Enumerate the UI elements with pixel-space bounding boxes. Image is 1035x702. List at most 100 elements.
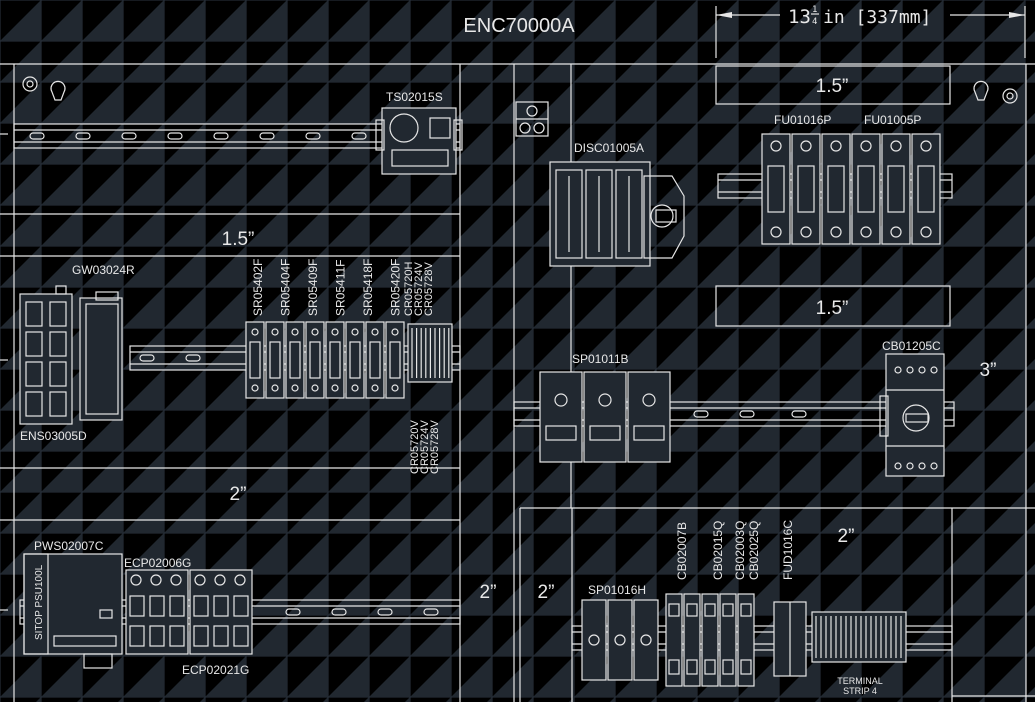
relay-terminal (271, 384, 279, 392)
sp2-indicator (640, 634, 652, 646)
breaker-label: CB02003Q (733, 521, 747, 580)
panel-outline (0, 63, 1035, 702)
fuse-holder (851, 133, 881, 245)
fuse-terminal (860, 140, 872, 152)
relay-group (245, 321, 405, 399)
rail-slot (75, 132, 91, 140)
terminal-strip-label-2: STRIP 4 (843, 686, 877, 696)
label-ens: ENS03005D (20, 429, 87, 443)
sp2-module (581, 599, 607, 681)
dimension-frac-num: 1 (812, 5, 817, 15)
label-disc: DISC01005A (574, 141, 644, 155)
relay-module (245, 321, 265, 399)
rail-slot (305, 132, 321, 140)
ecp-pole (149, 625, 165, 647)
fuse-terminal (800, 140, 812, 152)
breaker-pole (719, 593, 737, 687)
relay-label: SR05420F (389, 259, 403, 316)
ecp-knob (234, 574, 246, 586)
sp1-indicator (598, 393, 612, 407)
spacing-label-left-top: 1.5” (222, 229, 255, 250)
spacing-label-right-edge: 3” (980, 360, 997, 381)
spacing-label-right-top: 1.5” (816, 76, 849, 97)
breaker-terminal (668, 659, 680, 675)
spacing-label-left-mid: 2” (230, 484, 247, 505)
relay-module (345, 321, 365, 399)
ethernet-port (25, 331, 43, 357)
sp2-module (633, 599, 659, 681)
ecp-knob (194, 574, 206, 586)
cb1-terminal (918, 366, 926, 374)
rail-slot (139, 354, 155, 362)
relay-body (309, 341, 321, 379)
relay-terminal (251, 328, 259, 336)
terminal-cr-group (407, 323, 453, 383)
rail-slot (739, 410, 755, 418)
rail-slot (29, 132, 45, 140)
ecp-pole (169, 625, 185, 647)
gateway-gw (79, 291, 123, 421)
power-supply-pws (23, 553, 123, 669)
breaker-label: CB02007B (675, 522, 689, 580)
cb1-terminal (930, 366, 938, 374)
surge-protector-sp2 (581, 599, 659, 681)
breaker-pole (737, 593, 755, 687)
ecp-pole (169, 595, 185, 617)
breaker-toggle (722, 603, 734, 617)
sp1-terminals (589, 425, 621, 441)
relay-terminal (351, 328, 359, 336)
rail-slot (167, 132, 183, 140)
relay-body (289, 341, 301, 379)
ecp-knob (150, 574, 162, 586)
disconnect-switch (549, 161, 685, 267)
spacing-label-right-mid: 1.5” (816, 298, 849, 319)
breaker-terminal (704, 659, 716, 675)
fuse-terminal (830, 140, 842, 152)
fuse-terminal (890, 140, 902, 152)
spacing-label-left-right: 2” (480, 582, 497, 603)
spacing-label-right-bottom: 2” (838, 526, 855, 547)
rail-slot (185, 354, 201, 362)
cr-label-bottom: CR05724V (419, 420, 431, 474)
rail-slot (377, 608, 393, 616)
rail-slot (693, 410, 709, 418)
cr-label-top: CR05728V (423, 262, 435, 316)
relay-body (369, 341, 381, 379)
relay-module (325, 321, 345, 399)
breaker-toggle (704, 603, 716, 617)
sp1-module (627, 371, 671, 463)
cr-label-bottom: CR05720V (409, 420, 421, 474)
relay-body (349, 341, 361, 379)
breaker-pole (701, 593, 719, 687)
rail-slot (259, 132, 275, 140)
breaker-label: FUD1016C (781, 520, 795, 580)
ecp-module (189, 569, 253, 655)
label-ecp2: ECP02021G (182, 663, 249, 677)
cb1-terminal (894, 462, 902, 470)
ecp-pole (193, 595, 209, 617)
dimension-frac-den: 4 (812, 17, 817, 27)
relay-body (269, 341, 281, 379)
relay-terminal (391, 384, 399, 392)
relay-label: SR05411F (334, 260, 348, 316)
breaker-toggle (668, 603, 680, 617)
small-terminal-block (515, 101, 549, 137)
ecp-module (125, 569, 189, 655)
fuse-body (797, 165, 815, 213)
fuse-body (917, 165, 935, 213)
rail-slot (213, 132, 229, 140)
relay-terminal (311, 328, 319, 336)
dimension-unit: in [337mm] (823, 7, 931, 28)
label-fu1: FU01016P (774, 113, 831, 127)
ecp-pole (213, 625, 229, 647)
relay-terminal (251, 384, 259, 392)
relay-label: SR05402F (251, 259, 265, 316)
fuse-terminal (890, 226, 902, 238)
cb1-terminal (894, 366, 902, 374)
breaker-toggle (686, 603, 698, 617)
fuse-terminal (920, 226, 932, 238)
disc-pole (615, 169, 643, 259)
relay-label: SR05404F (279, 259, 293, 316)
relay-module (385, 321, 405, 399)
